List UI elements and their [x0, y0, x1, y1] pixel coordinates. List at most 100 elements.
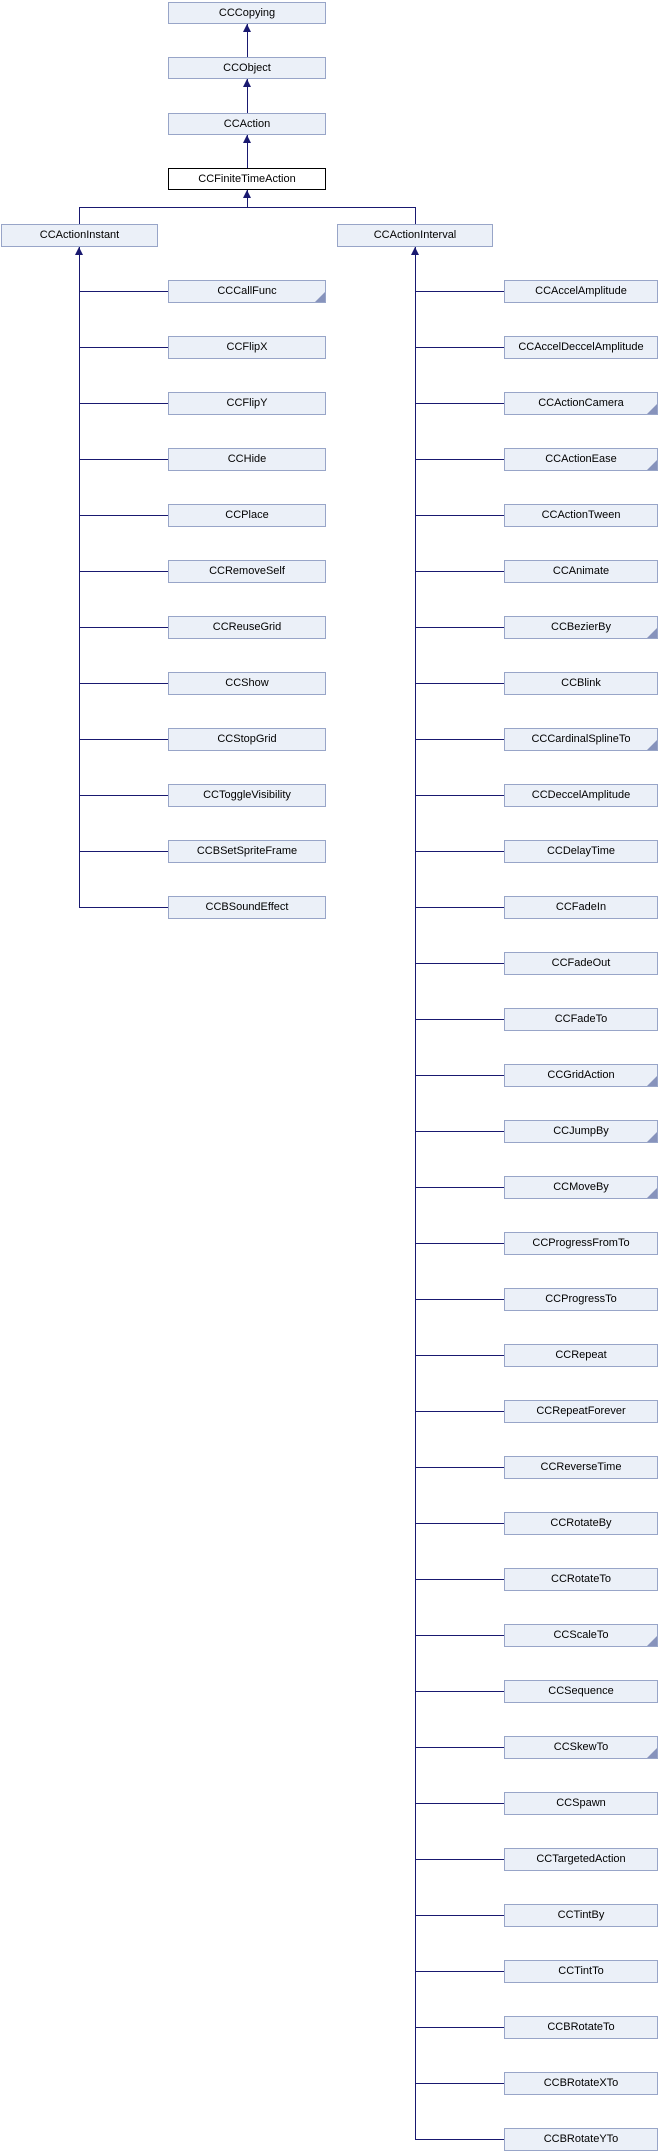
- class-node-ccrepeat[interactable]: CCRepeat: [504, 1344, 658, 1367]
- inheritance-edge: [415, 347, 504, 348]
- class-node-ccblink[interactable]: CCBlink: [504, 672, 658, 695]
- class-node-ccfadeout[interactable]: CCFadeOut: [504, 952, 658, 975]
- class-node-ccacceldeccelamplitude[interactable]: CCAccelDeccelAmplitude: [504, 336, 658, 359]
- inheritance-edge: [415, 515, 504, 516]
- inheritance-edge: [415, 207, 416, 224]
- inheritance-edge: [415, 907, 504, 908]
- class-node-ccrepeatforever[interactable]: CCRepeatForever: [504, 1400, 658, 1423]
- has-subclasses-fold-icon: [647, 1076, 657, 1086]
- inheritance-edge: [415, 1075, 504, 1076]
- class-node-ccbrotateyto[interactable]: CCBRotateYTo: [504, 2128, 658, 2151]
- class-node-cctogglevisibility[interactable]: CCToggleVisibility: [168, 784, 326, 807]
- inheritance-edge: [415, 1411, 504, 1412]
- inheritance-edge: [415, 247, 416, 2139]
- class-node-ccrotateto[interactable]: CCRotateTo: [504, 1568, 658, 1591]
- class-node-ccactioninstant[interactable]: CCActionInstant: [1, 224, 158, 247]
- inheritance-edge: [79, 247, 80, 907]
- class-node-ccprogressfromto[interactable]: CCProgressFromTo: [504, 1232, 658, 1255]
- class-node-ccflipx[interactable]: CCFlipX: [168, 336, 326, 359]
- inheritance-edge: [415, 739, 504, 740]
- has-subclasses-fold-icon: [647, 1748, 657, 1758]
- class-node-ccactionease[interactable]: CCActionEase: [504, 448, 658, 471]
- inheritance-edge: [415, 2139, 504, 2140]
- inheritance-edge: [79, 403, 168, 404]
- has-subclasses-fold-icon: [647, 1188, 657, 1198]
- class-node-ccbsoundeffect[interactable]: CCBSoundEffect: [168, 896, 326, 919]
- inheritance-edge: [79, 683, 168, 684]
- class-node-ccscaleto[interactable]: CCScaleTo: [504, 1624, 658, 1647]
- class-node-ccjumpby[interactable]: CCJumpBy: [504, 1120, 658, 1143]
- class-node-ccsequence[interactable]: CCSequence: [504, 1680, 658, 1703]
- class-node-ccdelaytime[interactable]: CCDelayTime: [504, 840, 658, 863]
- inheritance-edge: [415, 1243, 504, 1244]
- has-subclasses-fold-icon: [647, 628, 657, 638]
- class-node-ccanimate[interactable]: CCAnimate: [504, 560, 658, 583]
- class-node-ccreversetime[interactable]: CCReverseTime: [504, 1456, 658, 1479]
- class-node-ccfadeto[interactable]: CCFadeTo: [504, 1008, 658, 1031]
- inheritance-edge: [415, 1131, 504, 1132]
- inheritance-edge: [247, 135, 248, 168]
- inheritance-edge: [415, 1915, 504, 1916]
- inheritance-edge: [415, 1523, 504, 1524]
- inheritance-edge: [79, 515, 168, 516]
- inheritance-edge: [415, 571, 504, 572]
- class-node-cccardinalsplineto[interactable]: CCCardinalSplineTo: [504, 728, 658, 751]
- class-node-cctintto[interactable]: CCTintTo: [504, 1960, 658, 1983]
- inheritance-edge: [79, 347, 168, 348]
- class-node-ccflipy[interactable]: CCFlipY: [168, 392, 326, 415]
- inheritance-edge: [79, 207, 415, 208]
- inheritance-edge: [79, 291, 168, 292]
- class-node-ccaccelamplitude[interactable]: CCAccelAmplitude: [504, 280, 658, 303]
- inheritance-edge: [79, 459, 168, 460]
- inheritance-edge: [415, 2083, 504, 2084]
- class-node-ccstopgrid[interactable]: CCStopGrid: [168, 728, 326, 751]
- class-node-ccskewto[interactable]: CCSkewTo: [504, 1736, 658, 1759]
- inheritance-edge: [415, 1691, 504, 1692]
- class-node-cccallfunc[interactable]: CCCallFunc: [168, 280, 326, 303]
- inheritance-edge: [415, 1971, 504, 1972]
- class-node-ccplace[interactable]: CCPlace: [168, 504, 326, 527]
- class-node-cchide[interactable]: CCHide: [168, 448, 326, 471]
- inheritance-edge: [415, 1635, 504, 1636]
- class-node-cccopying[interactable]: CCCopying: [168, 2, 326, 24]
- inheritance-edge: [415, 291, 504, 292]
- class-node-ccbsetspriteframe[interactable]: CCBSetSpriteFrame: [168, 840, 326, 863]
- class-node-ccdeccelamplitude[interactable]: CCDeccelAmplitude: [504, 784, 658, 807]
- class-node-ccprogressto[interactable]: CCProgressTo: [504, 1288, 658, 1311]
- class-node-ccactioninterval[interactable]: CCActionInterval: [337, 224, 493, 247]
- class-node-ccbrotatexto[interactable]: CCBRotateXTo: [504, 2072, 658, 2095]
- class-node-ccfinitetimeaction: CCFiniteTimeAction: [168, 168, 326, 190]
- inheritance-edge: [79, 739, 168, 740]
- class-node-ccgridaction[interactable]: CCGridAction: [504, 1064, 658, 1087]
- inheritance-edge: [415, 1579, 504, 1580]
- class-node-ccbrotateto[interactable]: CCBRotateTo: [504, 2016, 658, 2039]
- inheritance-edge: [415, 1019, 504, 1020]
- has-subclasses-fold-icon: [647, 404, 657, 414]
- inheritance-edge: [415, 963, 504, 964]
- class-node-ccshow[interactable]: CCShow: [168, 672, 326, 695]
- class-node-ccobject[interactable]: CCObject: [168, 57, 326, 79]
- class-node-cctargetedaction[interactable]: CCTargetedAction: [504, 1848, 658, 1871]
- arrowhead-up-icon: [243, 24, 251, 32]
- class-node-ccactioncamera[interactable]: CCActionCamera: [504, 392, 658, 415]
- class-node-ccreusegrid[interactable]: CCReuseGrid: [168, 616, 326, 639]
- inheritance-edge: [415, 1467, 504, 1468]
- has-subclasses-fold-icon: [647, 460, 657, 470]
- class-node-ccrotateby[interactable]: CCRotateBy: [504, 1512, 658, 1535]
- class-node-ccfadein[interactable]: CCFadeIn: [504, 896, 658, 919]
- inheritance-edge: [79, 571, 168, 572]
- inheritance-edge: [415, 795, 504, 796]
- class-node-ccbezierby[interactable]: CCBezierBy: [504, 616, 658, 639]
- class-node-cctintby[interactable]: CCTintBy: [504, 1904, 658, 1927]
- inheritance-edge: [415, 1803, 504, 1804]
- class-node-ccspawn[interactable]: CCSpawn: [504, 1792, 658, 1815]
- inheritance-edge: [415, 459, 504, 460]
- class-node-ccmoveby[interactable]: CCMoveBy: [504, 1176, 658, 1199]
- class-node-ccremoveself[interactable]: CCRemoveSelf: [168, 560, 326, 583]
- inheritance-edge: [415, 1859, 504, 1860]
- class-node-ccactiontween[interactable]: CCActionTween: [504, 504, 658, 527]
- inheritance-edge: [415, 851, 504, 852]
- class-node-ccaction[interactable]: CCAction: [168, 113, 326, 135]
- inheritance-edge: [415, 683, 504, 684]
